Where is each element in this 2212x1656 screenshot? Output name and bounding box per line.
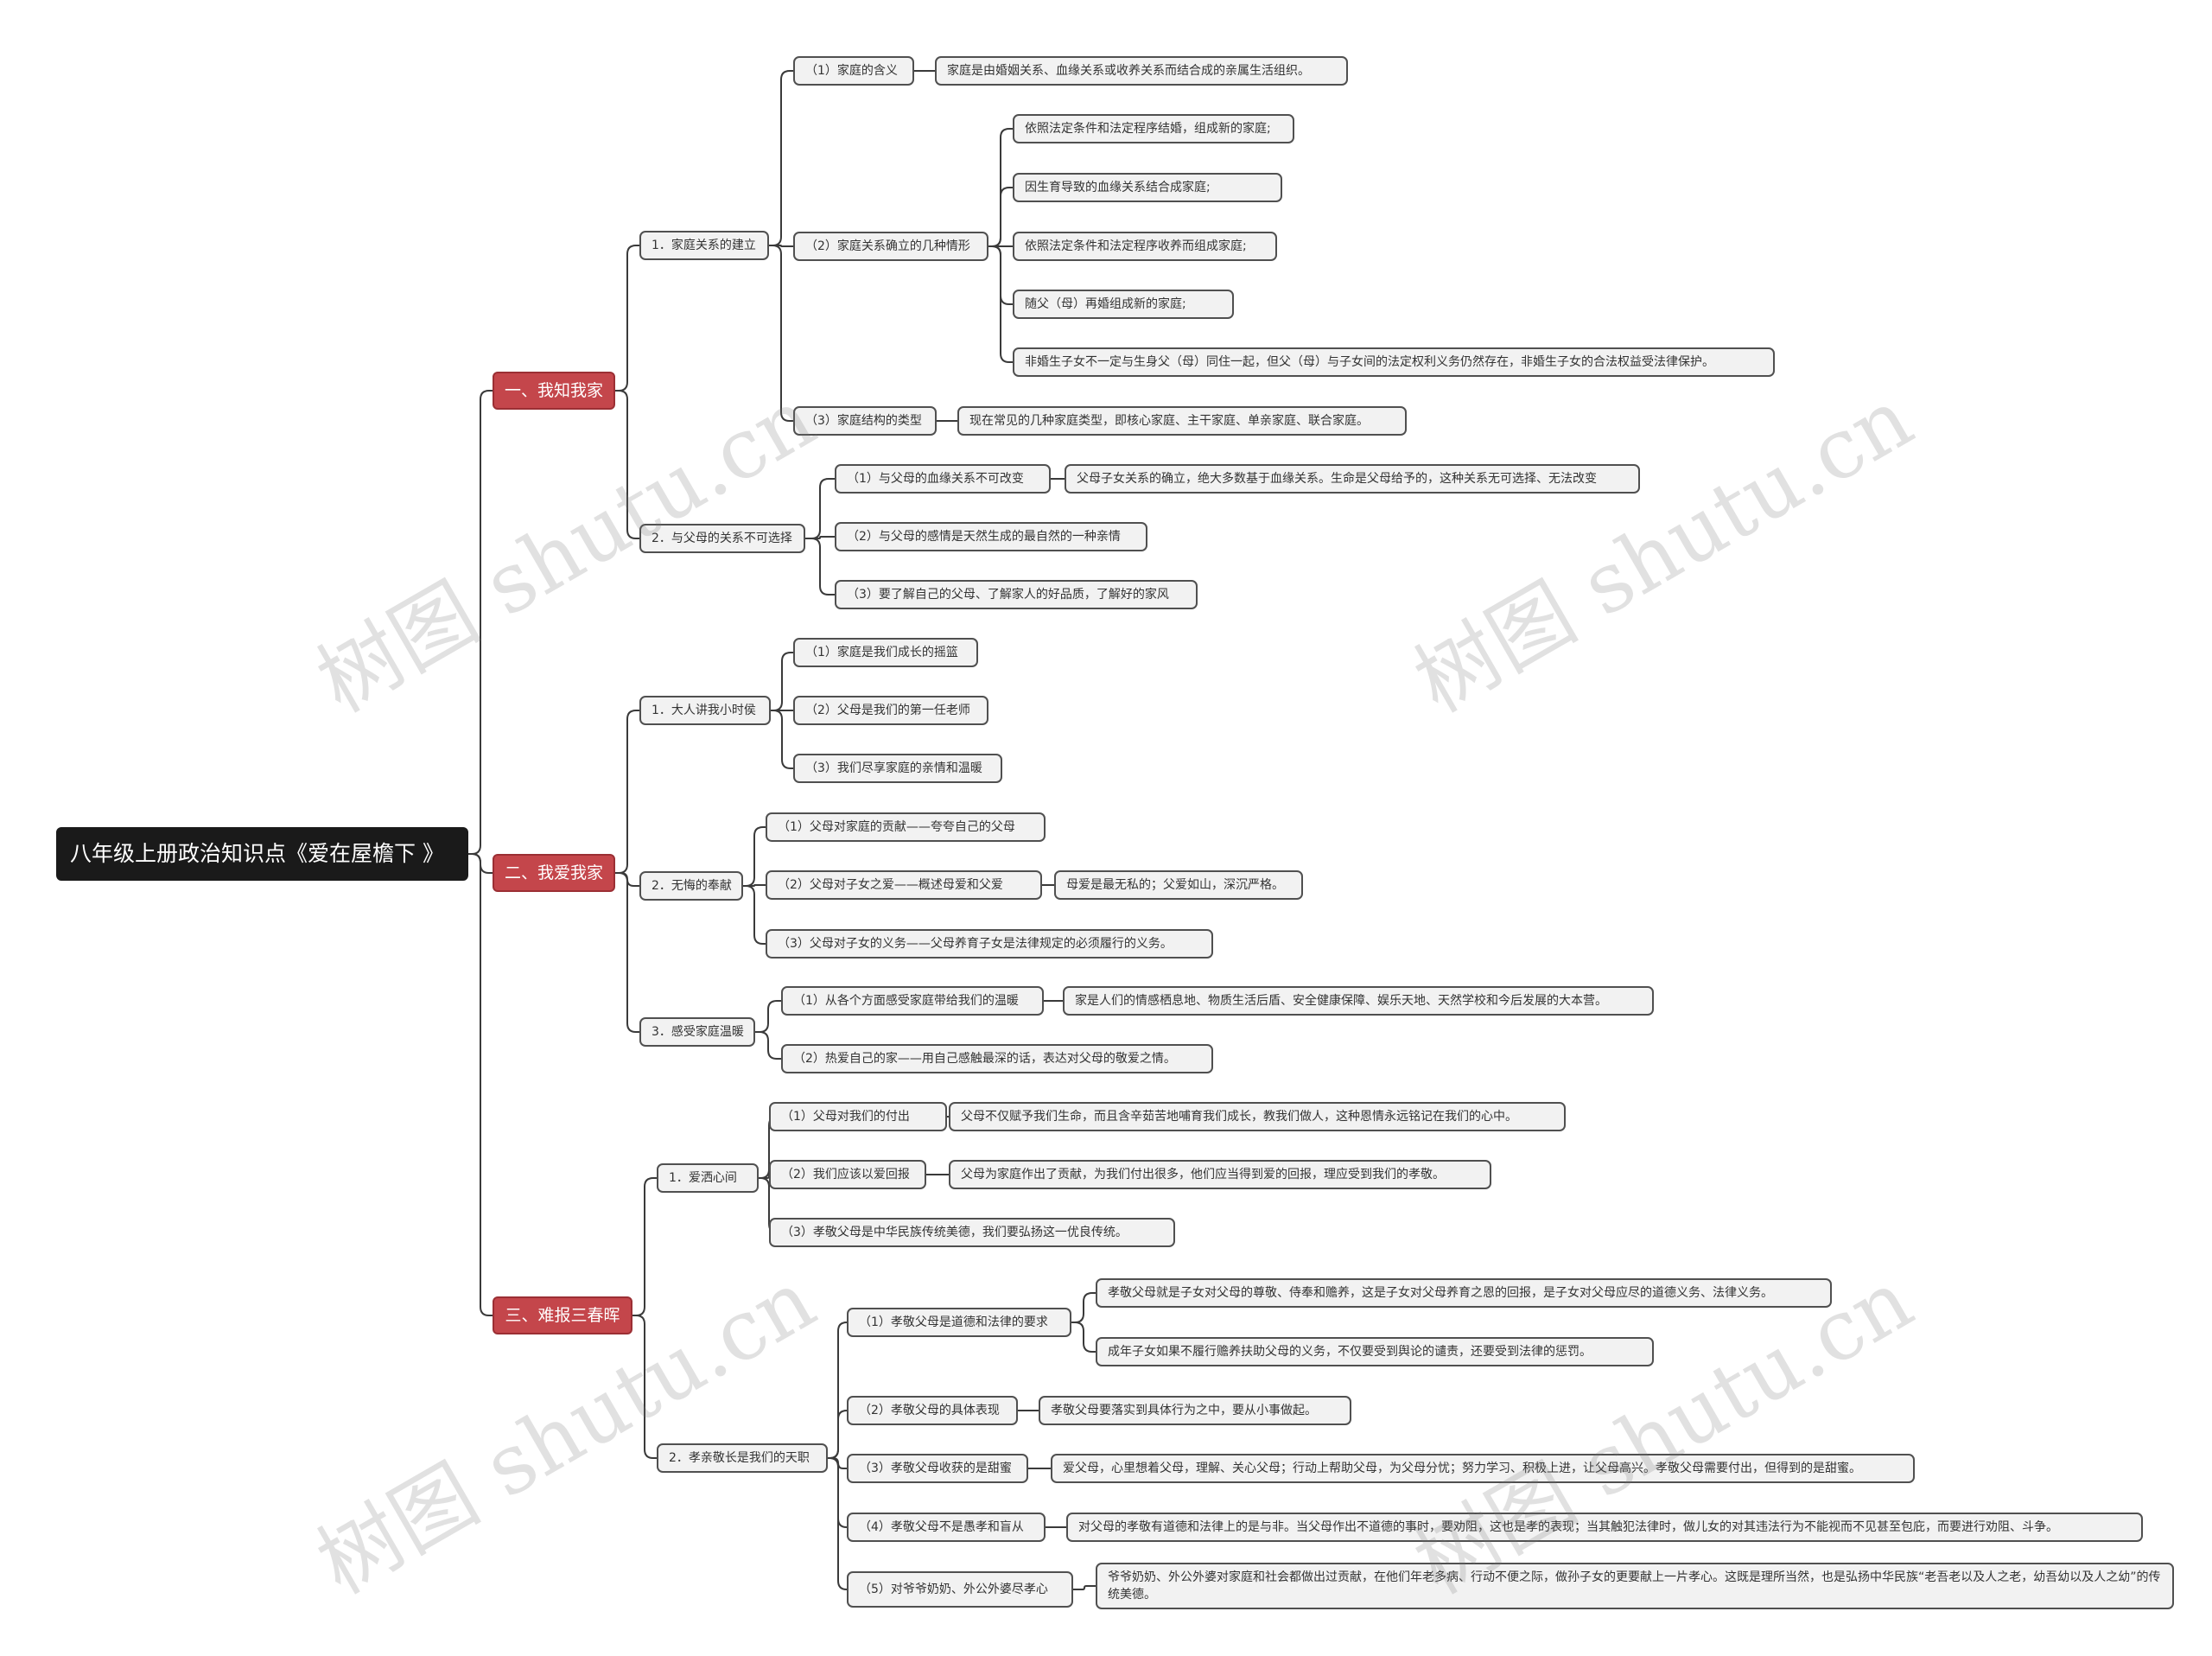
item-node[interactable]: （3）要了解自己的父母、了解家人的好品质，了解好的家风 <box>835 580 1198 609</box>
connector-line <box>1073 1585 1096 1590</box>
item-node[interactable]: （2）我们应该以爱回报 <box>769 1160 926 1189</box>
item-node[interactable]: （5）对爷爷奶奶、外公外婆尽孝心 <box>847 1571 1073 1608</box>
connector-line <box>1071 1322 1096 1353</box>
detail-node[interactable]: 家是人们的情感栖息地、物质生活后盾、安全健康保障、娱乐天地、天然学校和今后发展的… <box>1063 986 1654 1016</box>
item-node[interactable]: （2）孝敬父母的具体表现 <box>847 1396 1018 1425</box>
item-node[interactable]: （2）父母是我们的第一任老师 <box>793 696 988 725</box>
item-node[interactable]: （3）我们尽享家庭的亲情和温暖 <box>793 754 1002 783</box>
connector-line <box>988 187 1013 247</box>
detail-node[interactable]: 爷爷奶奶、外公外婆对家庭和社会都做出过贡献，在他们年老多病、行动不便之际，做孙子… <box>1096 1563 2174 1609</box>
detail-node[interactable]: 对父母的孝敬有道德和法律上的是与非。当父母作出不道德的事时，要劝阻，这也是孝的表… <box>1066 1513 2143 1542</box>
detail-node[interactable]: 非婚生子女不一定与生身父（母）同住一起，但父（母）与子女间的法定权利义务仍然存在… <box>1013 347 1775 377</box>
detail-node[interactable]: 家庭是由婚姻关系、血缘关系或收养关系而结合成的亲属生活组织。 <box>935 56 1348 86</box>
connector-line <box>615 710 639 874</box>
topic-node[interactable]: 1．爱洒心间 <box>657 1163 759 1193</box>
connector-line <box>771 710 793 769</box>
detail-node[interactable]: 爱父母，心里想着父母，理解、关心父母；行动上帮助父母，为父母分忧；努力学习、积极… <box>1051 1454 1915 1483</box>
detail-node[interactable]: 依照法定条件和法定程序结婚，组成新的家庭; <box>1013 114 1294 143</box>
detail-node[interactable]: 成年子女如果不履行赡养扶助父母的义务，不仅要受到舆论的谴责，还要受到法律的惩罚。 <box>1096 1337 1654 1366</box>
detail-node[interactable]: 孝敬父母就是子女对父母的尊敬、侍奉和赡养，这是子女对父母养育之恩的回报，是子女对… <box>1096 1278 1832 1308</box>
connector-line <box>769 245 793 247</box>
item-node[interactable]: （1）父母对我们的付出 <box>769 1102 947 1131</box>
item-node[interactable]: （3）家庭结构的类型 <box>793 406 937 436</box>
connector-line <box>755 1031 781 1060</box>
detail-node[interactable]: 孝敬父母要落实到具体行为之中，要从小事做起。 <box>1039 1396 1351 1425</box>
connector-line <box>805 538 835 596</box>
connector-line <box>769 70 793 246</box>
connector-line <box>743 885 766 945</box>
connector-line <box>632 1315 657 1459</box>
item-node[interactable]: （2）与父母的感情是天然生成的最自然的一种亲情 <box>835 522 1147 551</box>
detail-node[interactable]: 现在常见的几种家庭类型，即核心家庭、主干家庭、单亲家庭、联合家庭。 <box>957 406 1407 436</box>
detail-node[interactable]: 因生育导致的血缘关系结合成家庭; <box>1013 173 1282 202</box>
item-node[interactable]: （1）父母对家庭的贡献——夸夸自己的父母 <box>766 812 1046 842</box>
detail-node[interactable]: 父母子女关系的确立，绝大多数基于血缘关系。生命是父母给予的，这种关系无可选择、无… <box>1065 464 1640 494</box>
root-node[interactable]: 八年级上册政治知识点《爱在屋檐下 》 <box>56 827 468 881</box>
connector-line <box>771 652 793 711</box>
connector-line <box>1071 1292 1096 1323</box>
connector-line <box>468 853 493 1316</box>
connector-line <box>805 478 835 539</box>
connector-line <box>615 872 639 1033</box>
section-node[interactable]: 二、我爱我家 <box>493 854 615 892</box>
detail-node[interactable]: 母爱是最无私的；父爱如山，深沉严格。 <box>1054 870 1303 900</box>
section-node[interactable]: 三、难报三春晖 <box>493 1296 632 1334</box>
topic-node[interactable]: 1．大人讲我小时侯 <box>639 696 771 725</box>
section-node[interactable]: 一、我知我家 <box>493 372 615 410</box>
topic-node[interactable]: 2．与父母的关系不可选择 <box>639 524 805 553</box>
item-node[interactable]: （2）家庭关系确立的几种情形 <box>793 232 988 261</box>
connector-line <box>828 1457 848 1590</box>
connector-line <box>615 390 639 539</box>
item-node[interactable]: （3）父母对子女的义务——父母养育子女是法律规定的必须履行的义务。 <box>766 929 1213 959</box>
detail-node[interactable]: 父母为家庭作出了贡献，为我们付出很多，他们应当得到爱的回报，理应受到我们的孝敬。 <box>949 1160 1491 1189</box>
connector-line <box>988 245 1013 363</box>
item-node[interactable]: （1）与父母的血缘关系不可改变 <box>835 464 1051 494</box>
item-node[interactable]: （1）从各个方面感受家庭带给我们的温暖 <box>781 986 1044 1016</box>
topic-node[interactable]: 2．无悔的奉献 <box>639 871 743 901</box>
connector-line <box>632 1177 657 1316</box>
item-node[interactable]: （3）孝敬父母收获的是甜蜜 <box>847 1454 1028 1483</box>
item-node[interactable]: （1）孝敬父母是道德和法律的要求 <box>847 1308 1071 1337</box>
connector-line <box>769 245 793 422</box>
item-node[interactable]: （2）父母对子女之爱——概述母爱和父爱 <box>766 870 1042 900</box>
detail-node[interactable]: 父母不仅赋予我们生命，而且含辛茹苦地哺育我们成长，教我们做人，这种恩情永远铭记在… <box>949 1102 1566 1131</box>
connector-line <box>755 1000 781 1033</box>
topic-node[interactable]: 2．孝亲敬长是我们的天职 <box>657 1443 828 1473</box>
connector-line <box>743 884 766 887</box>
item-node[interactable]: （1）家庭的含义 <box>793 56 914 86</box>
connector-line <box>743 826 766 887</box>
item-node[interactable]: （2）热爱自己的家——用自己感触最深的话，表达对父母的敬爱之情。 <box>781 1044 1213 1073</box>
detail-node[interactable]: 随父（母）再婚组成新的家庭; <box>1013 290 1234 319</box>
detail-node[interactable]: 依照法定条件和法定程序收养而组成家庭; <box>1013 232 1277 261</box>
topic-node[interactable]: 3．感受家庭温暖 <box>639 1017 755 1047</box>
connector-line <box>805 536 835 539</box>
item-node[interactable]: （1）家庭是我们成长的摇篮 <box>793 638 978 667</box>
connector-line <box>468 390 493 855</box>
item-node[interactable]: （4）孝敬父母不是愚孝和盲从 <box>847 1513 1046 1542</box>
item-node[interactable]: （3）孝敬父母是中华民族传统美德，我们要弘扬这一优良传统。 <box>769 1218 1175 1247</box>
topic-node[interactable]: 1．家庭关系的建立 <box>639 231 769 260</box>
connector-line <box>615 245 639 392</box>
